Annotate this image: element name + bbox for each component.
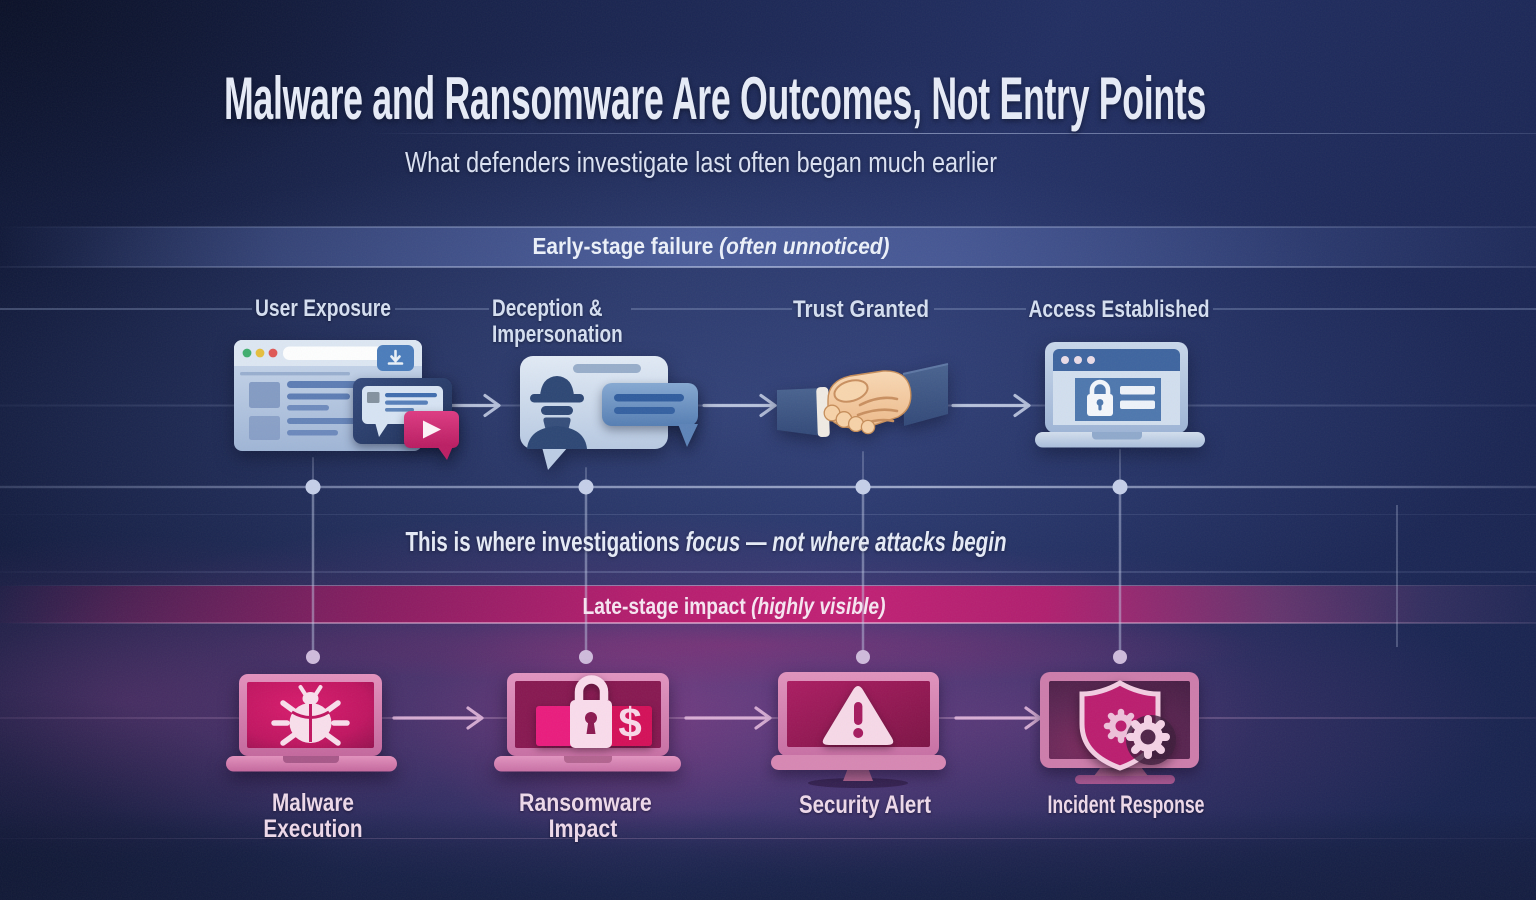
monitor-shield-gear-icon xyxy=(1040,672,1199,784)
late-band-label-bold: Late-stage impact xyxy=(582,593,746,619)
early-band-label-italic: (often unnoticed) xyxy=(719,233,890,259)
early-band-label-bold: Early-stage failure xyxy=(532,233,714,259)
note-italic-focus: focus xyxy=(685,526,741,557)
stage-label-ransomware-impact-text: Ransomware Impact xyxy=(519,789,652,843)
investigation-note-text: This is where investigations focus — not… xyxy=(406,526,1007,558)
rule-mid-upper xyxy=(0,513,1536,515)
laptop-lock-icon xyxy=(1035,342,1205,448)
rule-mid-lower xyxy=(0,571,1536,573)
early-band-label-text: Early-stage failure (often unnoticed) xyxy=(533,233,890,260)
stage-label-incident-response-text: Incident Response xyxy=(1047,791,1205,819)
junction-dots-bottom xyxy=(306,650,1127,664)
stage-label-deception-text: Deception & Impersonation xyxy=(492,295,623,348)
junction-rule xyxy=(0,485,1536,489)
late-band-label-text: Late-stage impact (highly visible) xyxy=(583,593,886,620)
late-band-label-italic: (highly visible) xyxy=(751,593,886,619)
dollar-glyph: $ xyxy=(618,699,641,746)
note-italic-rest: not where attacks begin xyxy=(772,526,1007,557)
browser-exposure-icon xyxy=(234,340,459,460)
note-dash: — xyxy=(745,526,767,557)
page-subtitle: What defenders investigate last often be… xyxy=(405,147,997,179)
stage-label-user-exposure-text: User Exposure xyxy=(255,295,391,322)
junction-dots-top xyxy=(305,479,1128,495)
shield-gear-big-icon xyxy=(1126,715,1170,759)
stage-label-trust-granted-text: Trust Granted xyxy=(793,296,929,323)
bottom-fade xyxy=(0,810,1536,900)
stage-label-access-established-text: Access Established xyxy=(1028,296,1210,323)
monitor-alert-icon xyxy=(771,672,946,788)
note-bold: This is where investigations xyxy=(405,526,680,557)
handshake-icon xyxy=(777,363,949,438)
stage-label-security-alert-text: Security Alert xyxy=(799,791,931,819)
stage-label-malware-execution-text: Malware Execution xyxy=(263,789,363,843)
laptop-ransom-lock-icon: $ xyxy=(494,673,681,772)
laptop-bug-icon xyxy=(226,674,397,772)
page-title: Malware and Ransomware Are Outcomes, Not… xyxy=(224,65,1206,132)
spy-chat-icon xyxy=(520,356,698,470)
